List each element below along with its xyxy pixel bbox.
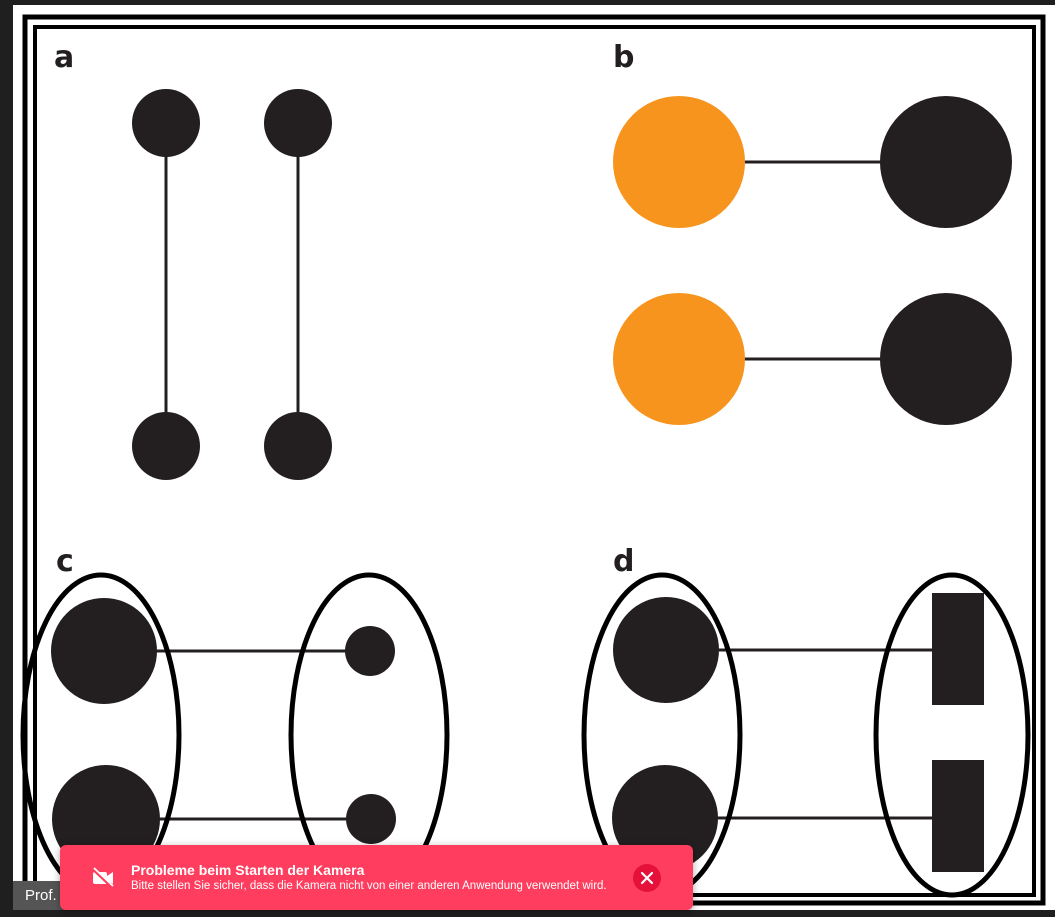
node <box>880 293 1012 425</box>
shared-screen: a b c <box>13 5 1055 910</box>
camera-off-icon <box>90 867 116 889</box>
orange-node <box>613 293 745 425</box>
panel-a-graph <box>132 89 332 480</box>
node <box>345 626 395 676</box>
panel-label-a: a <box>54 40 74 75</box>
group-ellipse <box>873 572 1031 898</box>
panel-b-graph <box>613 96 1012 425</box>
shared-figure: a b c <box>20 14 1046 906</box>
node <box>346 794 396 844</box>
node <box>613 597 719 703</box>
node <box>51 598 157 704</box>
panel-label-d: d <box>613 544 634 579</box>
notification-title: Probleme beim Starten der Kamera <box>131 862 365 878</box>
panel-label-b: b <box>613 40 634 75</box>
square-node <box>932 593 984 705</box>
node <box>612 765 718 871</box>
node <box>264 412 332 480</box>
node <box>132 89 200 157</box>
notification-message: Bitte stellen Sie sicher, dass die Kamer… <box>131 880 607 892</box>
panel-label-c: c <box>56 544 74 579</box>
node <box>880 96 1012 228</box>
orange-node <box>613 96 745 228</box>
node <box>264 89 332 157</box>
notification-close-button[interactable] <box>633 864 661 892</box>
close-icon <box>640 871 654 885</box>
node <box>132 412 200 480</box>
camera-error-notification: Probleme beim Starten der Kamera Bitte s… <box>60 845 693 910</box>
square-node <box>932 760 984 872</box>
